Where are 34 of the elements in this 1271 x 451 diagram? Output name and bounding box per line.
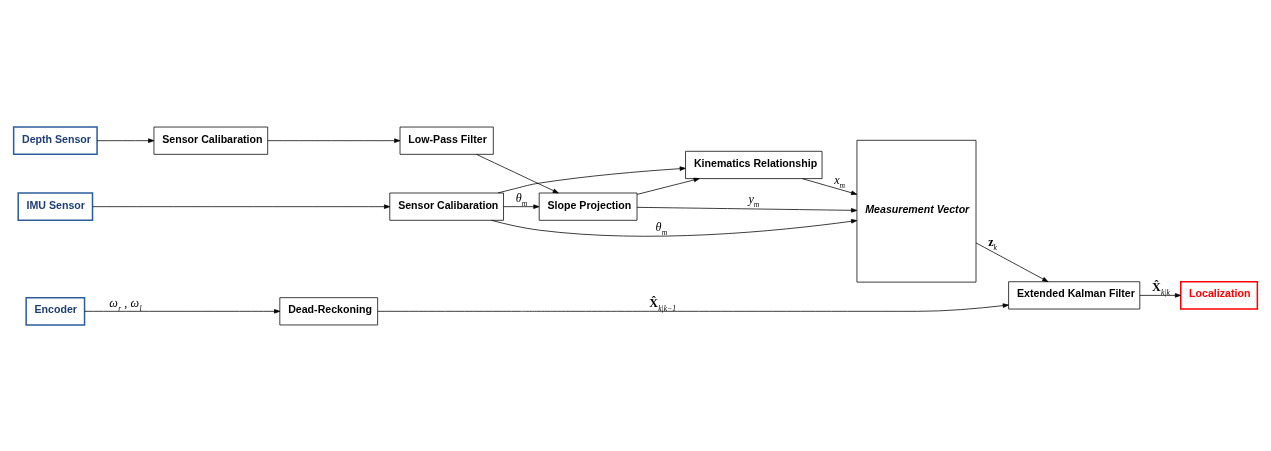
arrow: [92, 203, 391, 209]
node-box: Slope Projection: [538, 192, 638, 221]
node-box: Measurement Vector: [856, 139, 977, 282]
arrow: [377, 302, 1009, 312]
node-box: Extended Kalman Filter: [1008, 280, 1141, 309]
edge-label: X̂$_{k|k}$: [1151, 279, 1170, 297]
edge-label: X̂$_{k|k−1}$: [649, 295, 676, 313]
node-box: Low-Pass Filter: [399, 126, 494, 155]
edge-label: θ$_{m}$: [655, 219, 668, 237]
arrow: [267, 137, 401, 143]
arrow: [636, 206, 858, 213]
arrow: [96, 137, 155, 143]
arrow: [975, 242, 1049, 282]
edge-label: ω$_{r}$ , ω$_{l}$: [109, 295, 142, 313]
edge-label: y$_{m}$: [748, 191, 760, 209]
arrow: [497, 165, 686, 193]
node-box: Kinematics Relationship: [685, 150, 823, 179]
arrow: [1139, 292, 1181, 298]
arrow: [84, 308, 281, 314]
arrow: [491, 218, 858, 237]
edge-label: θ$_{m}$: [515, 190, 528, 208]
node-box: Localization: [1180, 280, 1259, 310]
edge-label: x$_{m}$: [834, 172, 845, 190]
node-box: Encoder: [25, 296, 86, 326]
arrow: [801, 177, 858, 195]
node-box: IMU Sensor: [17, 191, 94, 221]
node-box: Sensor Calibaration: [153, 126, 269, 155]
arrow: [476, 153, 559, 193]
node-box: Sensor Calibaration: [389, 192, 504, 221]
arrow: [636, 177, 700, 195]
node-box: Depth Sensor: [12, 125, 98, 155]
arrow: [503, 203, 540, 209]
node-box: Dead-Reckoning: [279, 296, 379, 325]
edge-label: z$_{k}$: [988, 234, 997, 252]
